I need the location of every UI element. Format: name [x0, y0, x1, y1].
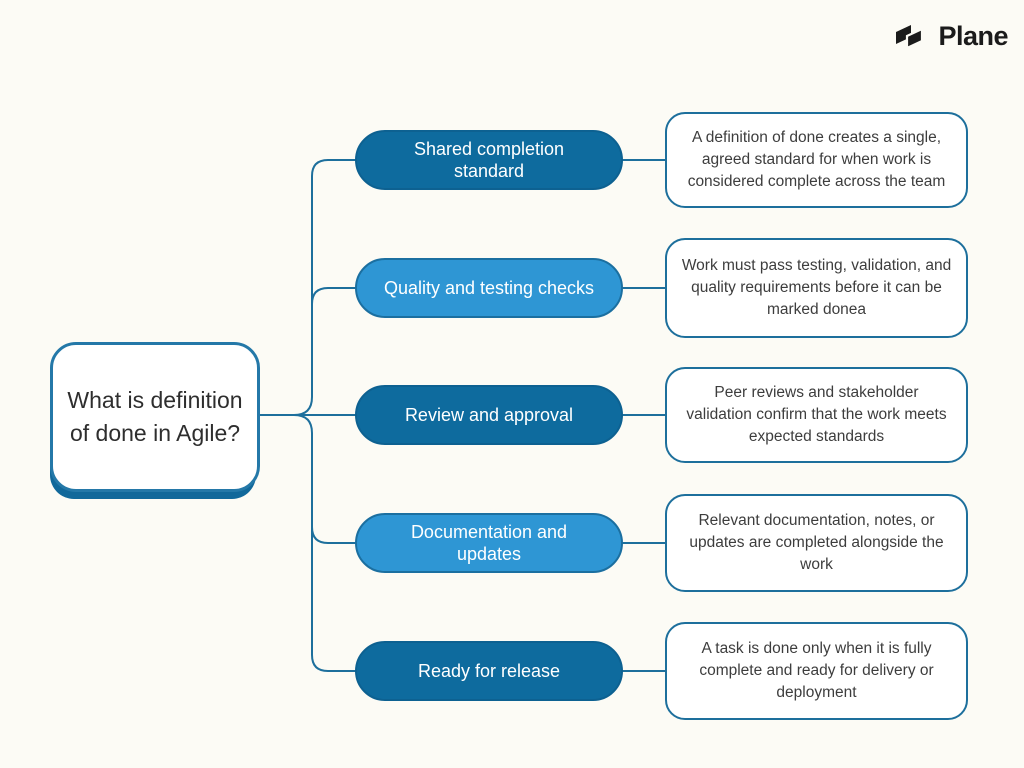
description-text: Relevant documentation, notes, or update…: [689, 512, 944, 573]
branch-node-label: Review and approval: [404, 404, 574, 425]
branch-node-ready-for-release: Ready for release: [355, 641, 623, 701]
branch-node-label: Documentation and updates: [410, 521, 568, 565]
description-box: A definition of done creates a single, a…: [665, 112, 968, 208]
branch-node-review-and-approval: Review and approval: [355, 385, 623, 445]
branch-node-shared-completion-standard: Shared completion standard: [355, 130, 623, 190]
description-box: A task is done only when it is fully com…: [665, 622, 968, 720]
branch-node-label: Quality and testing checks: [383, 277, 595, 298]
root-node-label: What is definition of done in Agile?: [67, 387, 243, 446]
description-text: A definition of done creates a single, a…: [687, 129, 946, 190]
plane-logo-icon: [893, 23, 931, 51]
branch-node-label: Shared completion standard: [413, 138, 565, 182]
description-text: A task is done only when it is fully com…: [699, 640, 934, 701]
description-box: Work must pass testing, validation, and …: [665, 238, 968, 338]
description-text: Peer reviews and stakeholder validation …: [686, 384, 947, 445]
branch-node-label: Ready for release: [417, 660, 561, 681]
root-node: What is definition of done in Agile?: [50, 342, 260, 492]
description-box: Relevant documentation, notes, or update…: [665, 494, 968, 592]
description-box: Peer reviews and stakeholder validation …: [665, 367, 968, 463]
description-text: Work must pass testing, validation, and …: [681, 257, 952, 318]
branch-node-documentation-and-updates: Documentation and updates: [355, 513, 623, 573]
plane-logo-text: Plane: [938, 21, 1008, 51]
plane-logo: Plane: [893, 21, 1008, 52]
branch-node-quality-and-testing-checks: Quality and testing checks: [355, 258, 623, 318]
